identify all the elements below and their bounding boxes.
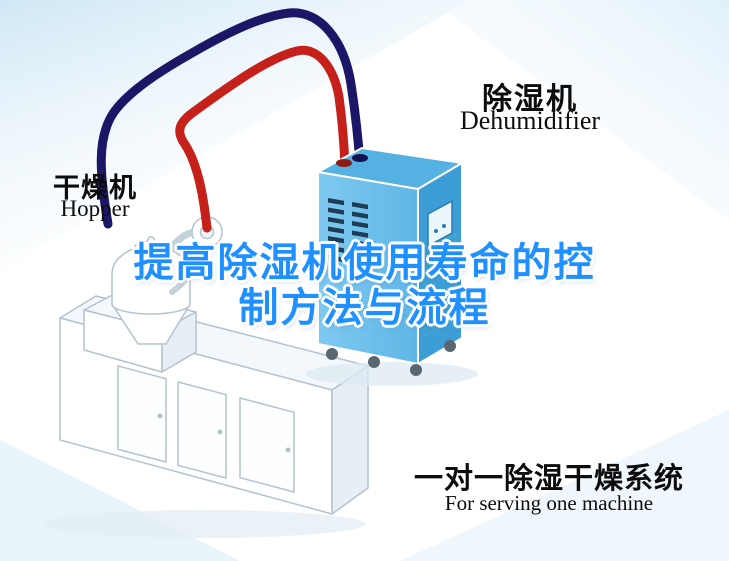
page-title-line1: 提高除湿机使用寿命的控 <box>133 241 596 285</box>
hopper-machine-illustration <box>45 216 369 538</box>
system-label-en: For serving one machine <box>444 491 654 515</box>
system-label-cn: 一对一除湿干燥系统 <box>413 463 684 495</box>
hopper-label-cn: 干燥机 <box>53 173 137 203</box>
caster-wheels <box>326 340 456 376</box>
dehumidifier-label-en: Dehumidifier <box>459 106 601 135</box>
dehumidifier-label-cn: 除湿机 <box>482 83 578 116</box>
navy-return-pipe <box>96 8 365 229</box>
page-title: 提高除湿机使用寿命的控 制方法与流程 <box>30 241 699 331</box>
page-title-line2: 制方法与流程 <box>238 285 491 330</box>
hopper-label-en: Hopper <box>60 196 130 221</box>
red-supply-pipe <box>175 45 350 233</box>
dehumidifier-illustration <box>306 147 478 386</box>
vent-grille <box>328 198 368 267</box>
pipes <box>96 8 365 233</box>
